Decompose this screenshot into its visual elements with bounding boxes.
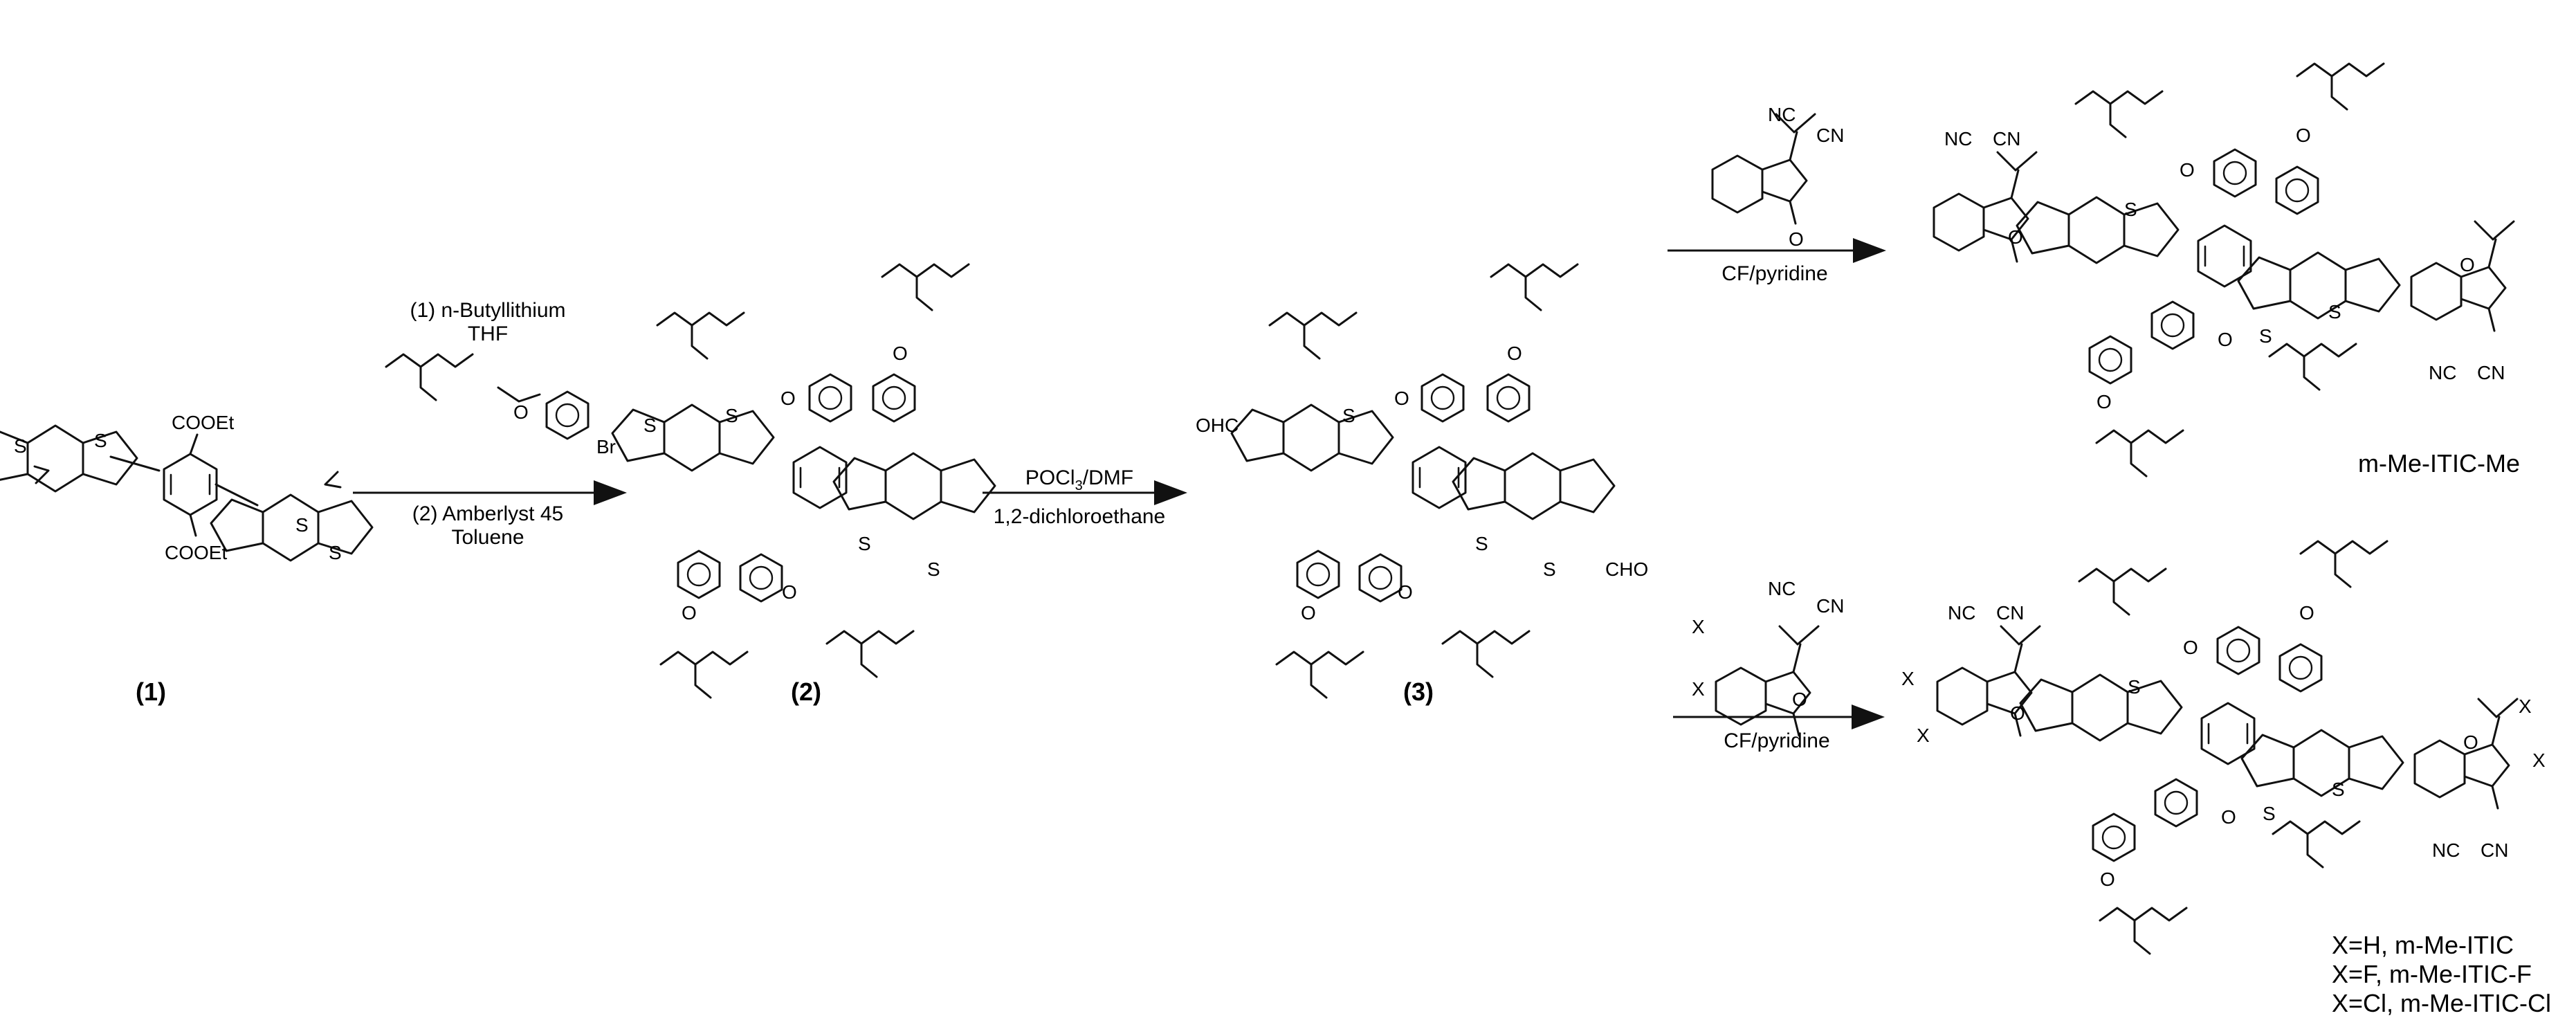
step-3-bottom-reagent-structure: X X NC CN O <box>1692 578 1844 737</box>
atom-br: Br <box>596 436 616 457</box>
atom-o: O <box>2010 702 2025 724</box>
atom-o: O <box>513 401 529 423</box>
step-1-reagent-structure: O Br <box>385 353 616 457</box>
compound-1-structure: S S S S COOEt COOEt <box>0 412 374 563</box>
atom-s: S <box>14 435 27 457</box>
nitrile-label: CN <box>2481 839 2508 861</box>
atom-o: O <box>2296 125 2311 146</box>
atom-o: O <box>1398 581 1413 603</box>
aldehyde-label: CHO <box>1605 558 1648 580</box>
nitrile-label: CN <box>2477 362 2505 383</box>
nitrile-label: CN <box>1993 128 2020 149</box>
product-bottom-name: X=Cl, m-Me-ITIC-Cl <box>2332 989 2551 1017</box>
substituent-x: X <box>1692 678 1705 700</box>
atom-o: O <box>780 388 796 409</box>
step-2-solvent: 1,2-dichloroethane <box>994 505 1166 528</box>
atom-o: O <box>2097 391 2112 412</box>
atom-o: O <box>2183 637 2198 658</box>
substituent-x: X <box>1917 725 1930 746</box>
step-1-reagent-line: (2) Amberlyst 45 <box>412 502 563 525</box>
ester-label: COOEt <box>165 542 227 563</box>
nitrile-label: NC <box>2429 362 2456 383</box>
atom-s: S <box>2259 325 2272 347</box>
atom-s: S <box>927 558 940 580</box>
ester-label: COOEt <box>172 412 234 433</box>
atom-o: O <box>1507 343 1522 364</box>
atom-o: O <box>2221 806 2236 828</box>
nitrile-label: NC <box>1948 602 1975 624</box>
step-3-top-conditions: CF/pyridine <box>1721 262 1827 285</box>
nitrile-label: NC <box>1768 578 1796 599</box>
atom-s: S <box>2328 301 2341 322</box>
step-3-top-reagent-structure: NC CN O <box>1711 104 1844 250</box>
compound-3-structure: OHC CHO S S S O O O O <box>1196 263 1648 699</box>
atom-o: O <box>2299 602 2314 624</box>
aldehyde-label: OHC <box>1196 415 1239 436</box>
product-bottom-name: X=F, m-Me-ITIC-F <box>2332 960 2532 988</box>
nitrile-label: NC <box>1944 128 1972 149</box>
product-bottom-structure: X X NC CN O S S S O X X NC CN O O O O <box>1901 540 2546 955</box>
atom-o: O <box>893 343 908 364</box>
atom-s: S <box>643 415 657 436</box>
product-top-name: m-Me-ITIC-Me <box>2358 449 2520 478</box>
nitrile-label: CN <box>1816 595 1844 617</box>
atom-s: S <box>2332 779 2345 800</box>
atom-o: O <box>1789 228 1804 250</box>
atom-o: O <box>1394 388 1409 409</box>
atom-s: S <box>725 405 738 426</box>
atom-s: S <box>329 542 342 563</box>
atom-s: S <box>94 430 107 451</box>
atom-o: O <box>2218 329 2233 350</box>
atom-o: O <box>2008 226 2023 248</box>
atom-s: S <box>2128 676 2141 698</box>
atom-o: O <box>2180 159 2195 181</box>
step-1-reagent-line: THF <box>468 322 508 345</box>
atom-s: S <box>295 514 309 536</box>
nitrile-label: CN <box>1996 602 2024 624</box>
atom-o: O <box>2460 254 2475 275</box>
nitrile-label: NC <box>1768 104 1796 125</box>
compound-3-label: (3) <box>1403 678 1434 706</box>
compound-2-structure: S S S S O O O O <box>611 263 996 699</box>
step-3-bottom-conditions: CF/pyridine <box>1724 729 1829 752</box>
step-1-reagent-line: (1) n-Butyllithium <box>410 299 565 322</box>
atom-s: S <box>1543 558 1556 580</box>
substituent-x: X <box>2532 749 2546 771</box>
atom-o: O <box>1792 689 1807 710</box>
atom-s: S <box>2124 199 2137 220</box>
substituent-x: X <box>1692 616 1705 637</box>
atom-s: S <box>858 533 871 554</box>
atom-o: O <box>1301 602 1316 624</box>
product-bottom-name: X=H, m-Me-ITIC <box>2332 931 2514 959</box>
atom-o: O <box>782 581 797 603</box>
atom-o: O <box>2100 869 2115 890</box>
atom-o: O <box>682 602 697 624</box>
nitrile-label: CN <box>1816 125 1844 146</box>
atom-o: O <box>2463 731 2478 753</box>
nitrile-label: NC <box>2432 839 2460 861</box>
substituent-x: X <box>2519 696 2532 717</box>
step-1-reagent-line: Toluene <box>451 526 524 549</box>
atom-s: S <box>2263 803 2276 824</box>
step-2-reagent: POCl3/DMF <box>1025 466 1133 493</box>
compound-2-label: (2) <box>791 678 821 706</box>
compound-1-label: (1) <box>136 678 166 706</box>
atom-s: S <box>1475 533 1488 554</box>
atom-s: S <box>1342 405 1355 426</box>
product-top-structure: NC CN O S S S O NC CN O O O O <box>1933 62 2515 478</box>
substituent-x: X <box>1901 668 1915 689</box>
